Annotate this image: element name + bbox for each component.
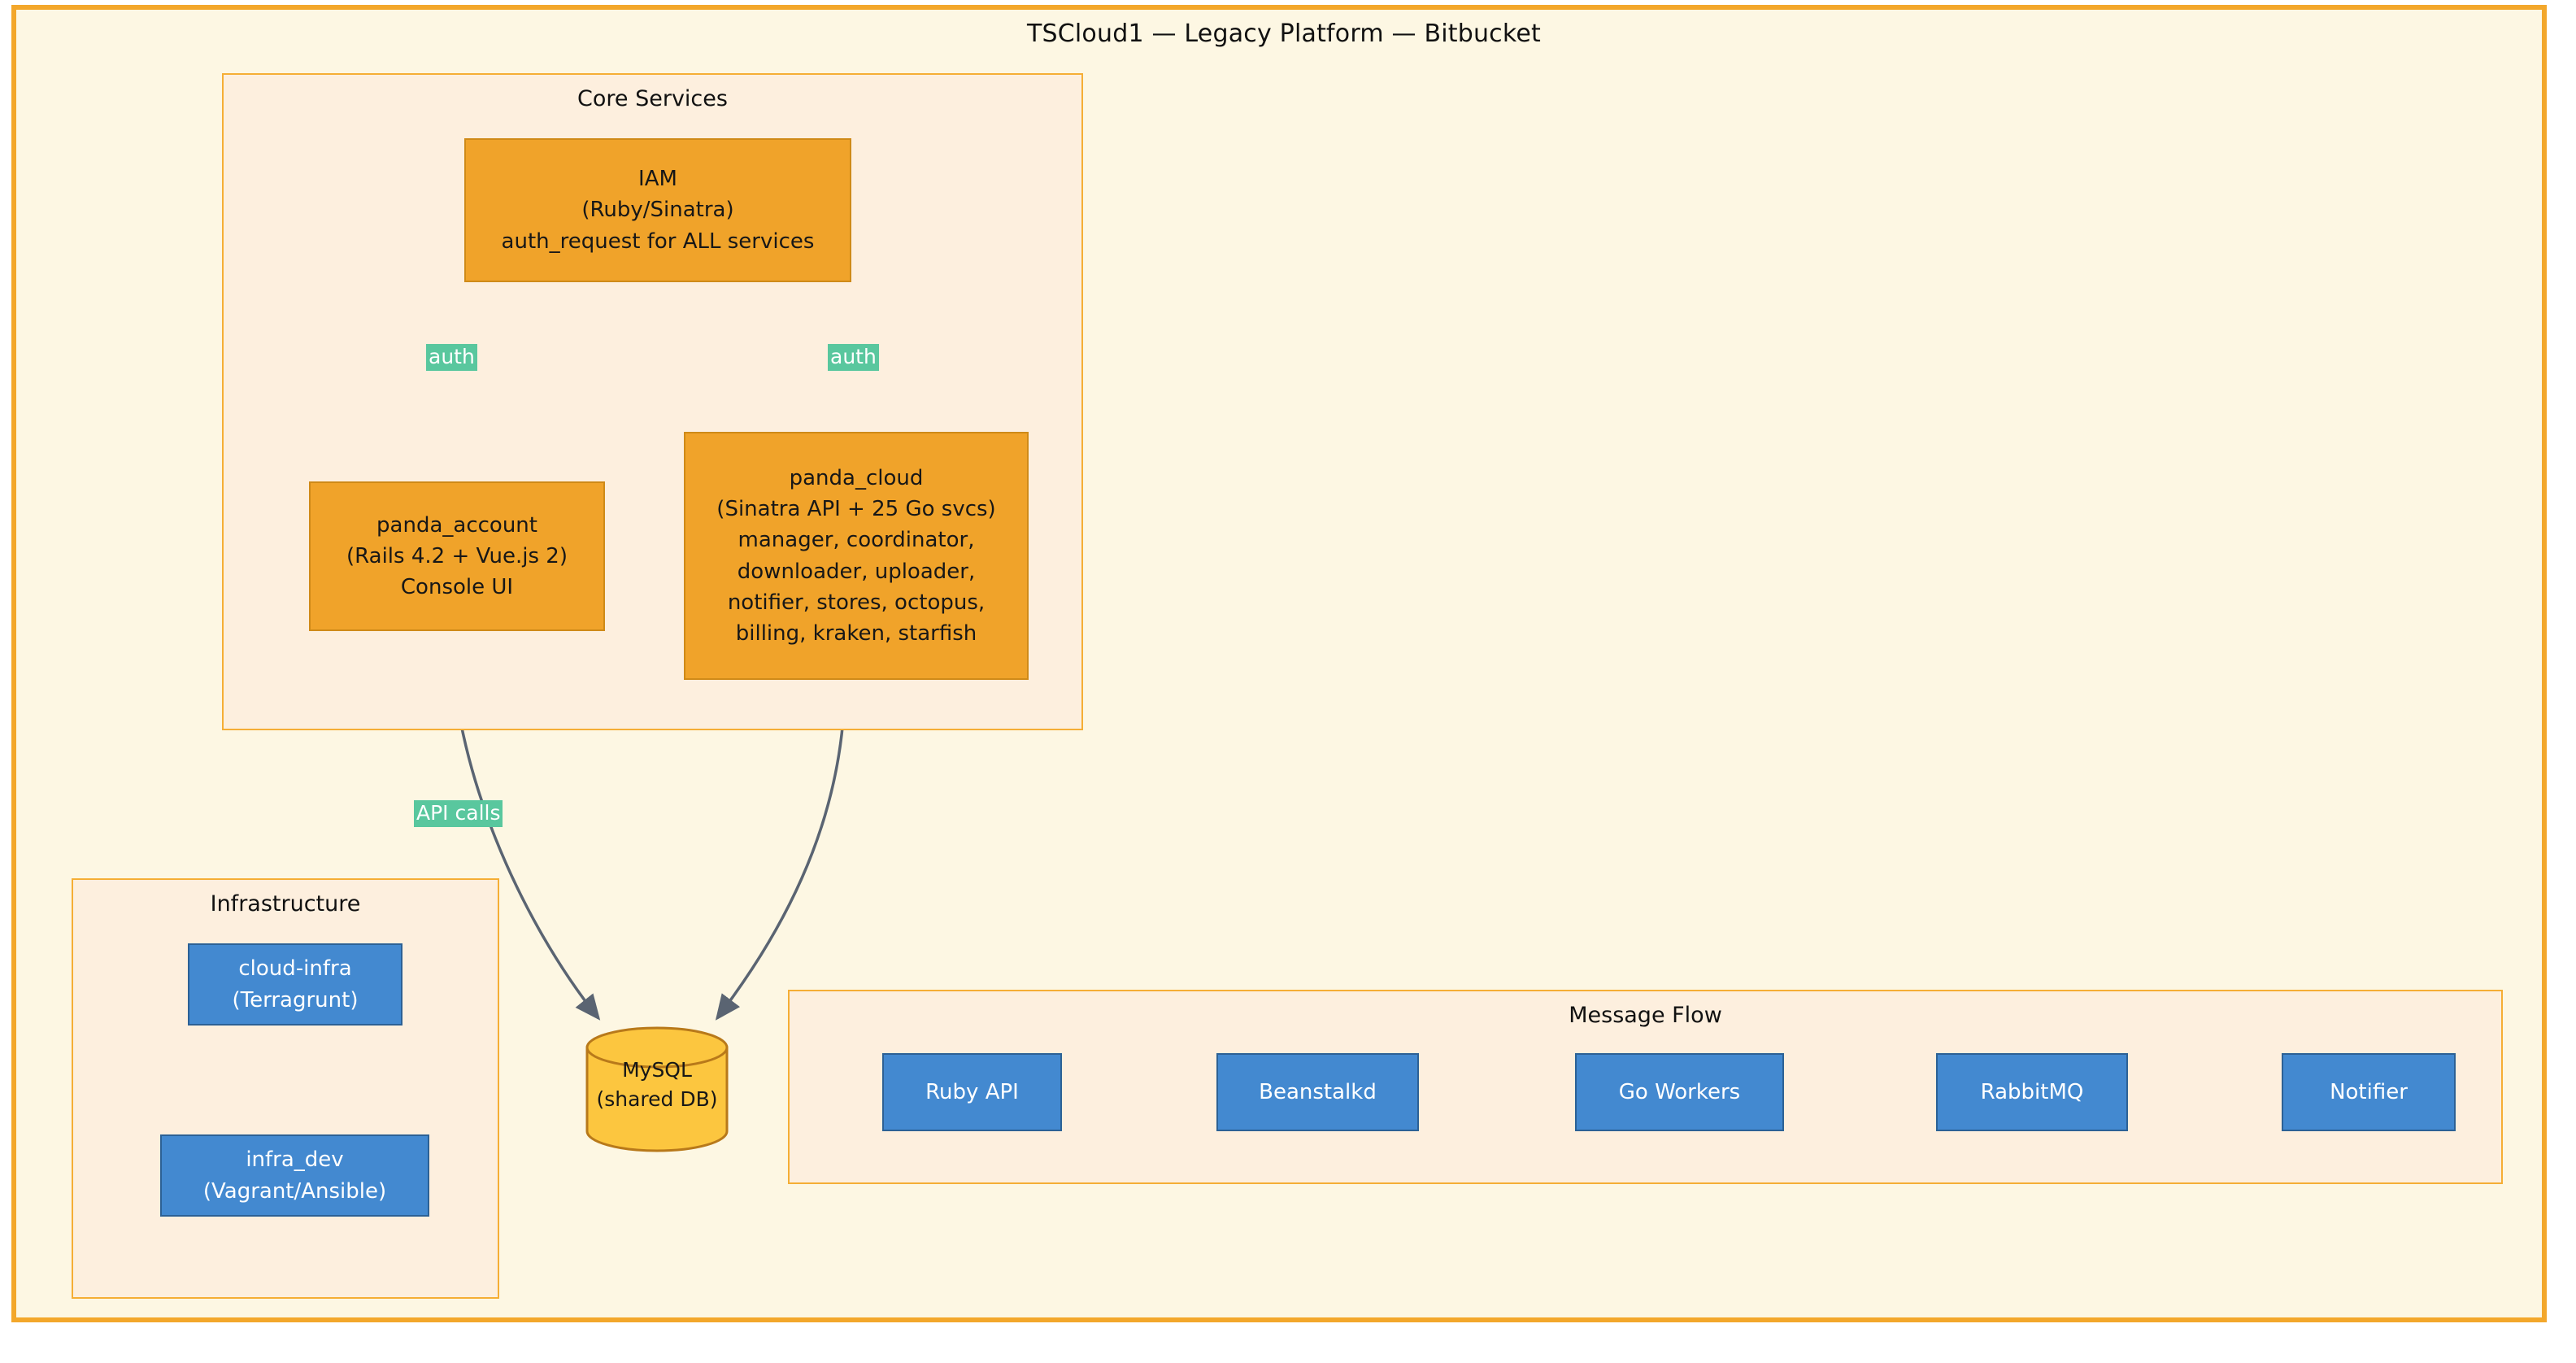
- node-iam-line-1: IAM: [638, 167, 677, 192]
- node-cloud-infra-line-2: (Terragrunt): [232, 987, 359, 1012]
- node-beanstalkd-label: Beanstalkd: [1259, 1079, 1377, 1104]
- node-notifier[interactable]: Notifier: [2282, 1053, 2456, 1131]
- diagram-title: TSCloud1 — Legacy Platform — Bitbucket: [1026, 20, 1542, 48]
- node-go-workers-label: Go Workers: [1618, 1079, 1741, 1104]
- node-cloud-infra[interactable]: cloud-infra (Terragrunt): [188, 943, 402, 1026]
- node-panda-account[interactable]: panda_account (Rails 4.2 + Vue.js 2) Con…: [309, 481, 605, 631]
- node-infra-dev-line-1: infra_dev: [246, 1147, 344, 1173]
- node-mysql-label: MySQL (shared DB): [585, 1056, 729, 1115]
- node-panda-cloud-line-3: manager, coordinator,: [738, 528, 975, 553]
- node-panda-account-line-2: (Rails 4.2 + Vue.js 2): [346, 543, 568, 568]
- node-go-workers[interactable]: Go Workers: [1575, 1053, 1784, 1131]
- edge-label-api-calls: API calls: [414, 800, 503, 827]
- node-infra-dev-line-2: (Vagrant/Ansible): [202, 1178, 387, 1204]
- node-beanstalkd[interactable]: Beanstalkd: [1216, 1053, 1419, 1131]
- node-panda-cloud-line-2: (Sinatra API + 25 Go svcs): [716, 497, 996, 522]
- node-iam-line-3: auth_request for ALL services: [501, 229, 815, 254]
- node-cloud-infra-line-1: cloud-infra: [238, 956, 352, 982]
- edge-label-auth-panda-account: auth: [426, 344, 477, 371]
- node-mysql-database[interactable]: MySQL (shared DB): [585, 1026, 729, 1152]
- node-panda-cloud-line-5: notifier, stores, octopus,: [727, 590, 986, 615]
- node-rabbitmq[interactable]: RabbitMQ: [1936, 1053, 2128, 1131]
- node-notifier-label: Notifier: [2330, 1079, 2408, 1104]
- node-iam[interactable]: IAM (Ruby/Sinatra) auth_request for ALL …: [464, 138, 851, 282]
- node-ruby-api-label: Ruby API: [925, 1079, 1019, 1104]
- node-ruby-api[interactable]: Ruby API: [882, 1053, 1062, 1131]
- node-iam-line-2: (Ruby/Sinatra): [581, 198, 734, 223]
- node-panda-account-line-1: panda_account: [376, 512, 537, 538]
- node-panda-cloud[interactable]: panda_cloud (Sinatra API + 25 Go svcs) m…: [684, 432, 1029, 680]
- node-panda-account-line-3: Console UI: [400, 575, 514, 600]
- node-rabbitmq-label: RabbitMQ: [1980, 1079, 2084, 1104]
- node-infra-dev[interactable]: infra_dev (Vagrant/Ansible): [160, 1134, 429, 1217]
- diagram-frame: TSCloud1 — Legacy Platform — Bitbucket C…: [11, 5, 2547, 1322]
- cluster-infrastructure: Infrastructure: [72, 878, 499, 1299]
- node-panda-cloud-line-6: billing, kraken, starfish: [735, 621, 977, 646]
- node-panda-cloud-line-1: panda_cloud: [789, 465, 924, 490]
- edge-panda-cloud-to-mysql: [715, 679, 846, 1021]
- node-panda-cloud-line-4: downloader, uploader,: [737, 559, 976, 584]
- node-mysql-line-2: (shared DB): [596, 1087, 718, 1112]
- cluster-core-services-title: Core Services: [577, 86, 728, 111]
- cluster-message-flow-title: Message Flow: [1569, 1003, 1722, 1028]
- database-cylinder-icon: [585, 1026, 729, 1152]
- cluster-infrastructure-title: Infrastructure: [210, 891, 361, 917]
- edge-label-auth-panda-cloud: auth: [828, 344, 879, 371]
- node-mysql-line-1: MySQL: [622, 1058, 692, 1082]
